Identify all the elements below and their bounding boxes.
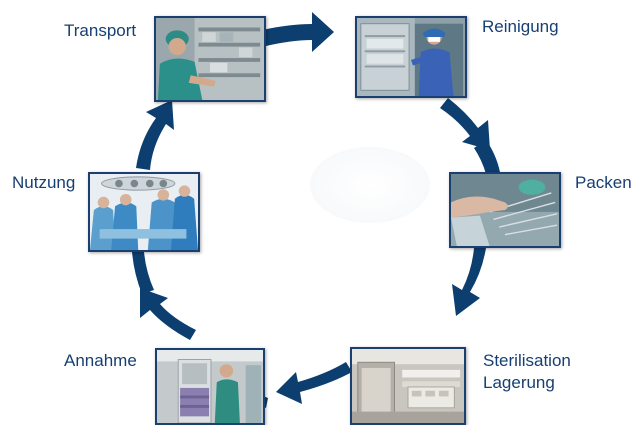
- step-label-transport: Transport: [64, 21, 137, 40]
- arrow-annahme-to-nutzung: [140, 288, 196, 340]
- packen-photo: [449, 172, 561, 248]
- nutzung-photo: [88, 172, 200, 252]
- step-label-nutzung: Nutzung: [12, 173, 76, 192]
- transport-photo: [154, 16, 266, 102]
- reinigung-photo: [355, 16, 467, 98]
- step-label-lagerung: Lagerung: [483, 373, 555, 392]
- arrow-segment-right-upper: [474, 140, 500, 174]
- arrow-reinigung-to-packen: [440, 98, 490, 150]
- step-label-sterilisation: Sterilisation: [483, 351, 571, 370]
- arrow-nutzung-to-transport: [136, 100, 174, 170]
- step-label-packen: Packen: [575, 173, 632, 192]
- step-label-reinigung: Reinigung: [482, 17, 559, 36]
- arrow-segment-left-lower: [132, 252, 154, 294]
- step-label-annahme: Annahme: [64, 351, 137, 370]
- annahme-photo: [155, 348, 265, 425]
- arrow-packen-to-sterilisation: [452, 248, 486, 316]
- arrow-sterilisation-to-annahme: [276, 362, 352, 404]
- sterilisation-photo: [350, 347, 466, 425]
- arrow-transport-to-reinigung: [262, 12, 334, 52]
